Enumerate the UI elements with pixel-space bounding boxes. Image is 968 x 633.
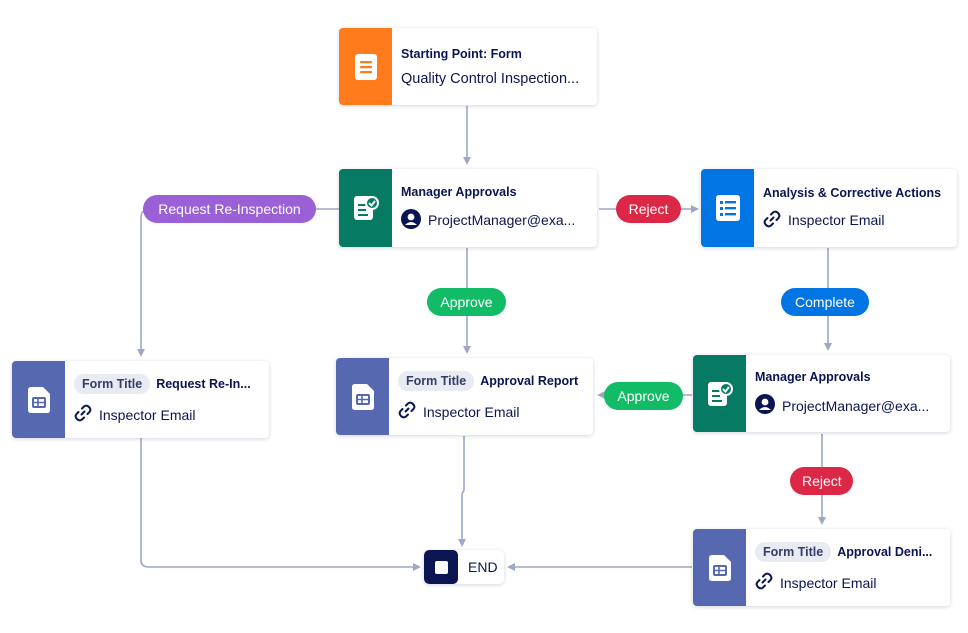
link-icon [755,572,773,593]
node-title: Starting Point: Form [401,46,522,61]
node-subtitle: Inspector Email [423,403,520,420]
stop-icon [424,550,458,584]
node-title: Manager Approvals [755,370,871,384]
approval-icon [693,355,746,432]
manager-approvals-node[interactable]: Manager Approvals ProjectManager@exa... [339,169,597,247]
analysis-corrective-actions-node[interactable]: Analysis & Corrective Actions Inspector … [701,169,957,247]
connector-reinspection-to-end [140,438,421,571]
approval-icon [339,169,392,247]
form-icon [339,28,392,105]
link-icon [763,210,781,231]
request-reinspection-label[interactable]: Request Re-Inspection [143,195,316,223]
link-icon [74,404,92,425]
link-icon [398,401,416,422]
complete-label[interactable]: Complete [781,288,869,316]
node-title: Request Re-In... [156,377,251,391]
approval-denied-node[interactable]: Form Title Approval Deni... Inspector Em… [693,529,950,606]
manager-approvals-node-2[interactable]: Manager Approvals ProjectManager@exa... [693,355,950,432]
form-table-icon [693,529,746,606]
node-subtitle: Inspector Email [780,574,877,591]
checklist-icon [701,169,754,247]
node-title: Analysis & Corrective Actions [763,185,942,200]
connector-approval-report-to-end [458,436,466,547]
node-title: Approval Deni... [837,545,933,559]
node-title: Manager Approvals [401,184,517,199]
starting-point-node[interactable]: Starting Point: Form Quality Control Ins… [339,28,597,105]
form-table-icon [12,361,65,438]
form-title-chip: Form Title [398,371,475,391]
node-subtitle: Quality Control Inspection... [401,70,580,87]
node-subtitle: Inspector Email [788,212,885,228]
reject-label-2[interactable]: Reject [790,467,853,495]
request-reinspection-node[interactable]: Form Title Request Re-In... Inspector Em… [12,361,269,438]
connector-manager-to-reinspection [137,208,339,357]
approve-label[interactable]: Approve [427,288,506,316]
node-subtitle: ProjectManager@exa... [782,397,930,414]
form-title-chip: Form Title [755,542,832,562]
approval-report-node[interactable]: Form Title Approval Report Inspector Ema… [336,358,593,435]
end-label: END [468,559,498,575]
reject-label[interactable]: Reject [616,195,681,223]
approve-label-2[interactable]: Approve [604,382,683,410]
form-title-chip: Form Title [74,374,151,394]
node-subtitle: Inspector Email [99,406,196,423]
end-node[interactable]: END [424,550,504,584]
node-title: Approval Report [480,374,579,388]
form-table-icon [336,358,389,435]
user-icon [755,394,775,417]
node-subtitle: ProjectManager@exa... [428,212,576,228]
user-icon [401,208,421,232]
